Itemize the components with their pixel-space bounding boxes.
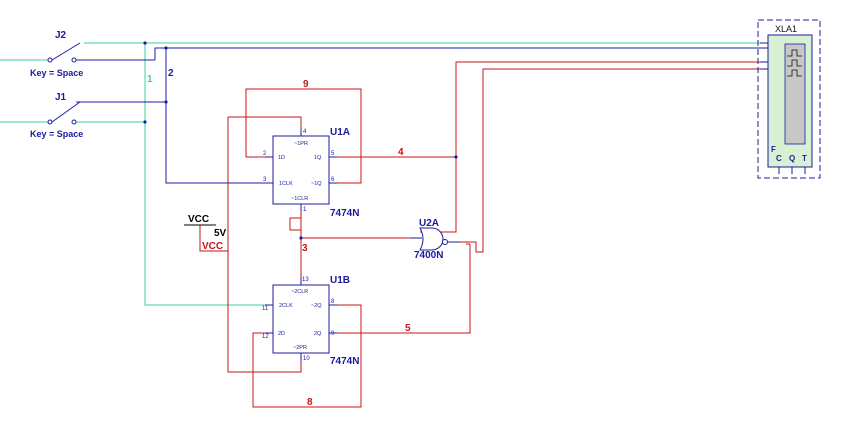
u1a-qn-name: ~1Q <box>311 181 322 187</box>
wire-vcc[interactable] <box>199 225 228 252</box>
net-label-5: 5 <box>405 323 411 334</box>
j1-contact-right <box>71 119 77 125</box>
u1b-clk-name: 2CLK <box>279 303 293 309</box>
u2a-body <box>419 227 444 251</box>
vcc-symbol-label: VCC <box>188 214 209 225</box>
u2a-bubble <box>442 239 448 245</box>
net-label-4: 4 <box>398 147 404 158</box>
xla1-inputs <box>760 42 768 70</box>
junction-dot <box>454 155 458 159</box>
net-labels: 1 2 9 4 3 5 8 <box>147 68 411 408</box>
u1a-pinnum-2: 2 <box>263 151 267 157</box>
net-label-1: 1 <box>147 74 153 85</box>
u1b-clr-name: ~2CLR <box>291 289 308 295</box>
wire-net1-vertical[interactable] <box>144 43 265 306</box>
vcc-net-label: VCC <box>202 241 223 252</box>
u1b-pinnum-12: 12 <box>262 334 269 340</box>
j1-lever <box>51 101 81 123</box>
u1b-pinnum-13: 13 <box>302 277 309 283</box>
u1b-qn-name: ~2Q <box>311 303 322 309</box>
u1b-pinnum-11: 11 <box>262 306 269 312</box>
j1-key: Key = Space <box>30 129 83 139</box>
junction-dot <box>164 100 168 104</box>
u1b-pinnum-9: 9 <box>331 331 335 337</box>
u2a-ref: U2A <box>419 218 439 229</box>
nand-gate-u2a[interactable]: U2A 7400N <box>410 218 460 261</box>
xla1-waveform-icon <box>787 49 802 77</box>
u1b-body <box>272 284 330 354</box>
wire-vcc-pr1[interactable] <box>228 116 302 128</box>
j2-contact-left <box>47 57 53 63</box>
u1a-ref: U1A <box>330 127 350 138</box>
u1a-part: 7474N <box>330 208 359 219</box>
u1b-pr-name: ~2PR <box>293 345 307 351</box>
wire-vcc-rail[interactable] <box>227 117 302 373</box>
vcc-source[interactable]: VCC 5V VCC <box>184 214 227 252</box>
xla1-terminal-q: Q <box>789 154 795 163</box>
flipflop-u1b[interactable]: ~2CLR 2CLK ~2Q 2D 2Q ~2PR 13 11 8 12 9 1… <box>262 275 359 367</box>
u1a-clr-name: ~1CLR <box>291 196 308 202</box>
xla1-terminal-f: F <box>771 145 776 154</box>
junction-dot <box>164 46 168 50</box>
switch-j1[interactable]: J1 Key = Space <box>30 92 83 139</box>
u1a-d-name: 1D <box>278 155 285 161</box>
u1b-d-name: 2D <box>278 331 285 337</box>
vcc-voltage: 5V <box>214 228 227 239</box>
net-label-2: 2 <box>168 68 174 79</box>
u1a-pinnum-4: 4 <box>303 129 307 135</box>
net-label-9: 9 <box>303 79 309 90</box>
u1a-q-name: 1Q <box>314 155 322 161</box>
u1b-pinnum-10: 10 <box>303 356 310 362</box>
green-nets <box>0 42 760 306</box>
wire-net2-vertical[interactable] <box>165 48 265 184</box>
flipflop-u1a[interactable]: ~1PR 1D 1Q 1CLK ~1Q ~1CLR 4 2 5 3 6 1 U1… <box>263 127 359 219</box>
logic-analyzer-xla1[interactable]: XLA1 F C Q T <box>757 19 821 179</box>
switch-j2[interactable]: J2 Key = Space <box>30 30 83 78</box>
net-label-3: 3 <box>302 243 308 254</box>
xla1-ref: XLA1 <box>775 24 797 34</box>
u1a-pinnum-1: 1 <box>303 207 307 213</box>
j1-contact-left <box>47 119 53 125</box>
xla1-terminal-t: T <box>802 154 807 163</box>
wire-net8[interactable] <box>252 304 362 408</box>
wire-net5[interactable] <box>337 244 471 334</box>
xla1-outline <box>757 19 821 179</box>
u2a-part: 7400N <box>414 250 443 261</box>
junction-dot <box>143 120 147 124</box>
junction-dot <box>299 236 303 240</box>
junctions <box>143 41 458 240</box>
net-label-8: 8 <box>307 397 313 408</box>
j2-name: J2 <box>55 30 67 41</box>
u1b-ref: U1B <box>330 275 350 286</box>
u1b-part: 7474N <box>330 356 359 367</box>
u1a-clk-name: 1CLK <box>279 181 293 187</box>
wire-net9[interactable] <box>245 88 362 184</box>
u1b-pinnum-8: 8 <box>331 299 335 305</box>
wire-gate-out[interactable] <box>460 68 760 253</box>
wire-net4[interactable] <box>337 61 760 158</box>
u1a-pinnum-3: 3 <box>263 177 267 183</box>
u1a-pinnum-5: 5 <box>331 151 335 157</box>
j2-key: Key = Space <box>30 68 83 78</box>
j2-lever <box>51 42 81 61</box>
u1a-pr-name: ~1PR <box>294 141 308 147</box>
wire-net2-top[interactable] <box>154 47 760 60</box>
red-nets <box>199 61 760 408</box>
blue-nets <box>76 47 760 184</box>
junction-dot <box>143 41 147 45</box>
u1b-q-name: 2Q <box>314 331 322 337</box>
u1a-pinnum-6: 6 <box>331 177 335 183</box>
xla1-screen <box>784 43 806 145</box>
j2-contact-right <box>71 57 77 63</box>
j1-name: J1 <box>55 92 67 103</box>
wire-net3-clr1[interactable] <box>289 217 301 231</box>
u1a-body <box>272 135 330 205</box>
xla1-terminal-c: C <box>776 154 782 163</box>
